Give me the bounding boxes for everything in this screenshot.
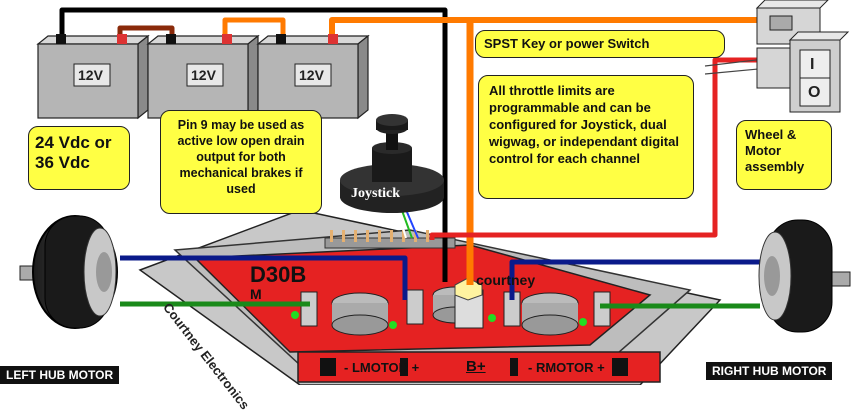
joystick-label: Joystick (351, 186, 400, 201)
battery-1 (36, 34, 150, 120)
wheel-text: Wheel & Motor assembly (745, 127, 805, 174)
pin9-callout: Pin 9 may be used as active low open dra… (160, 110, 322, 214)
right-hub-motor-label: RIGHT HUB MOTOR (706, 362, 833, 380)
voltage-text: 24 Vdc or 36 Vdc (35, 133, 112, 172)
bus-right-label: - RMOTOR + (528, 360, 605, 375)
header-pins (324, 230, 456, 249)
battery-1-label: 12V (78, 67, 103, 83)
battery-3-label: 12V (299, 67, 324, 83)
bus-strip (297, 351, 661, 383)
switch-callout: SPST Key or power Switch (475, 30, 725, 58)
battery-2 (146, 34, 260, 120)
red-switch-wire (429, 57, 770, 240)
controller-model-suffix: M (250, 286, 262, 302)
black-wire (59, 7, 448, 282)
power-switch (755, 0, 850, 113)
battery-2-label: 12V (191, 67, 216, 83)
left-hub-motor-label: LEFT HUB MOTOR (0, 366, 120, 384)
wheel-callout: Wheel & Motor assembly (736, 120, 832, 190)
left-wheel (19, 215, 118, 329)
voltage-callout: 24 Vdc or 36 Vdc (28, 126, 130, 190)
throttle-callout: All throttle limits are programmable and… (478, 75, 694, 199)
blue-right-motor-wire (509, 259, 760, 300)
orange-b-plus-wire (329, 17, 757, 40)
right-wheel (758, 219, 851, 333)
orange-jumper-wire (222, 17, 286, 40)
bus-center-label: B+ (466, 358, 486, 375)
battery-3 (256, 34, 370, 120)
bus-left-label: - LMOTOR + (344, 360, 420, 375)
joystick (340, 114, 444, 213)
wiring-diagram (19, 0, 851, 385)
wires (59, 7, 791, 309)
pin9-text: Pin 9 may be used as active low open dra… (177, 118, 305, 196)
throttle-text: All throttle limits are programmable and… (489, 83, 679, 166)
switch-on-label: I (810, 56, 815, 73)
switch-text: SPST Key or power Switch (484, 36, 650, 51)
blue-left-motor-wire (120, 255, 408, 300)
controller-components (291, 277, 611, 336)
controller-model: D30B (250, 262, 307, 287)
controller-brand-top: courtney (476, 272, 536, 288)
switch-off-label: O (808, 84, 821, 101)
